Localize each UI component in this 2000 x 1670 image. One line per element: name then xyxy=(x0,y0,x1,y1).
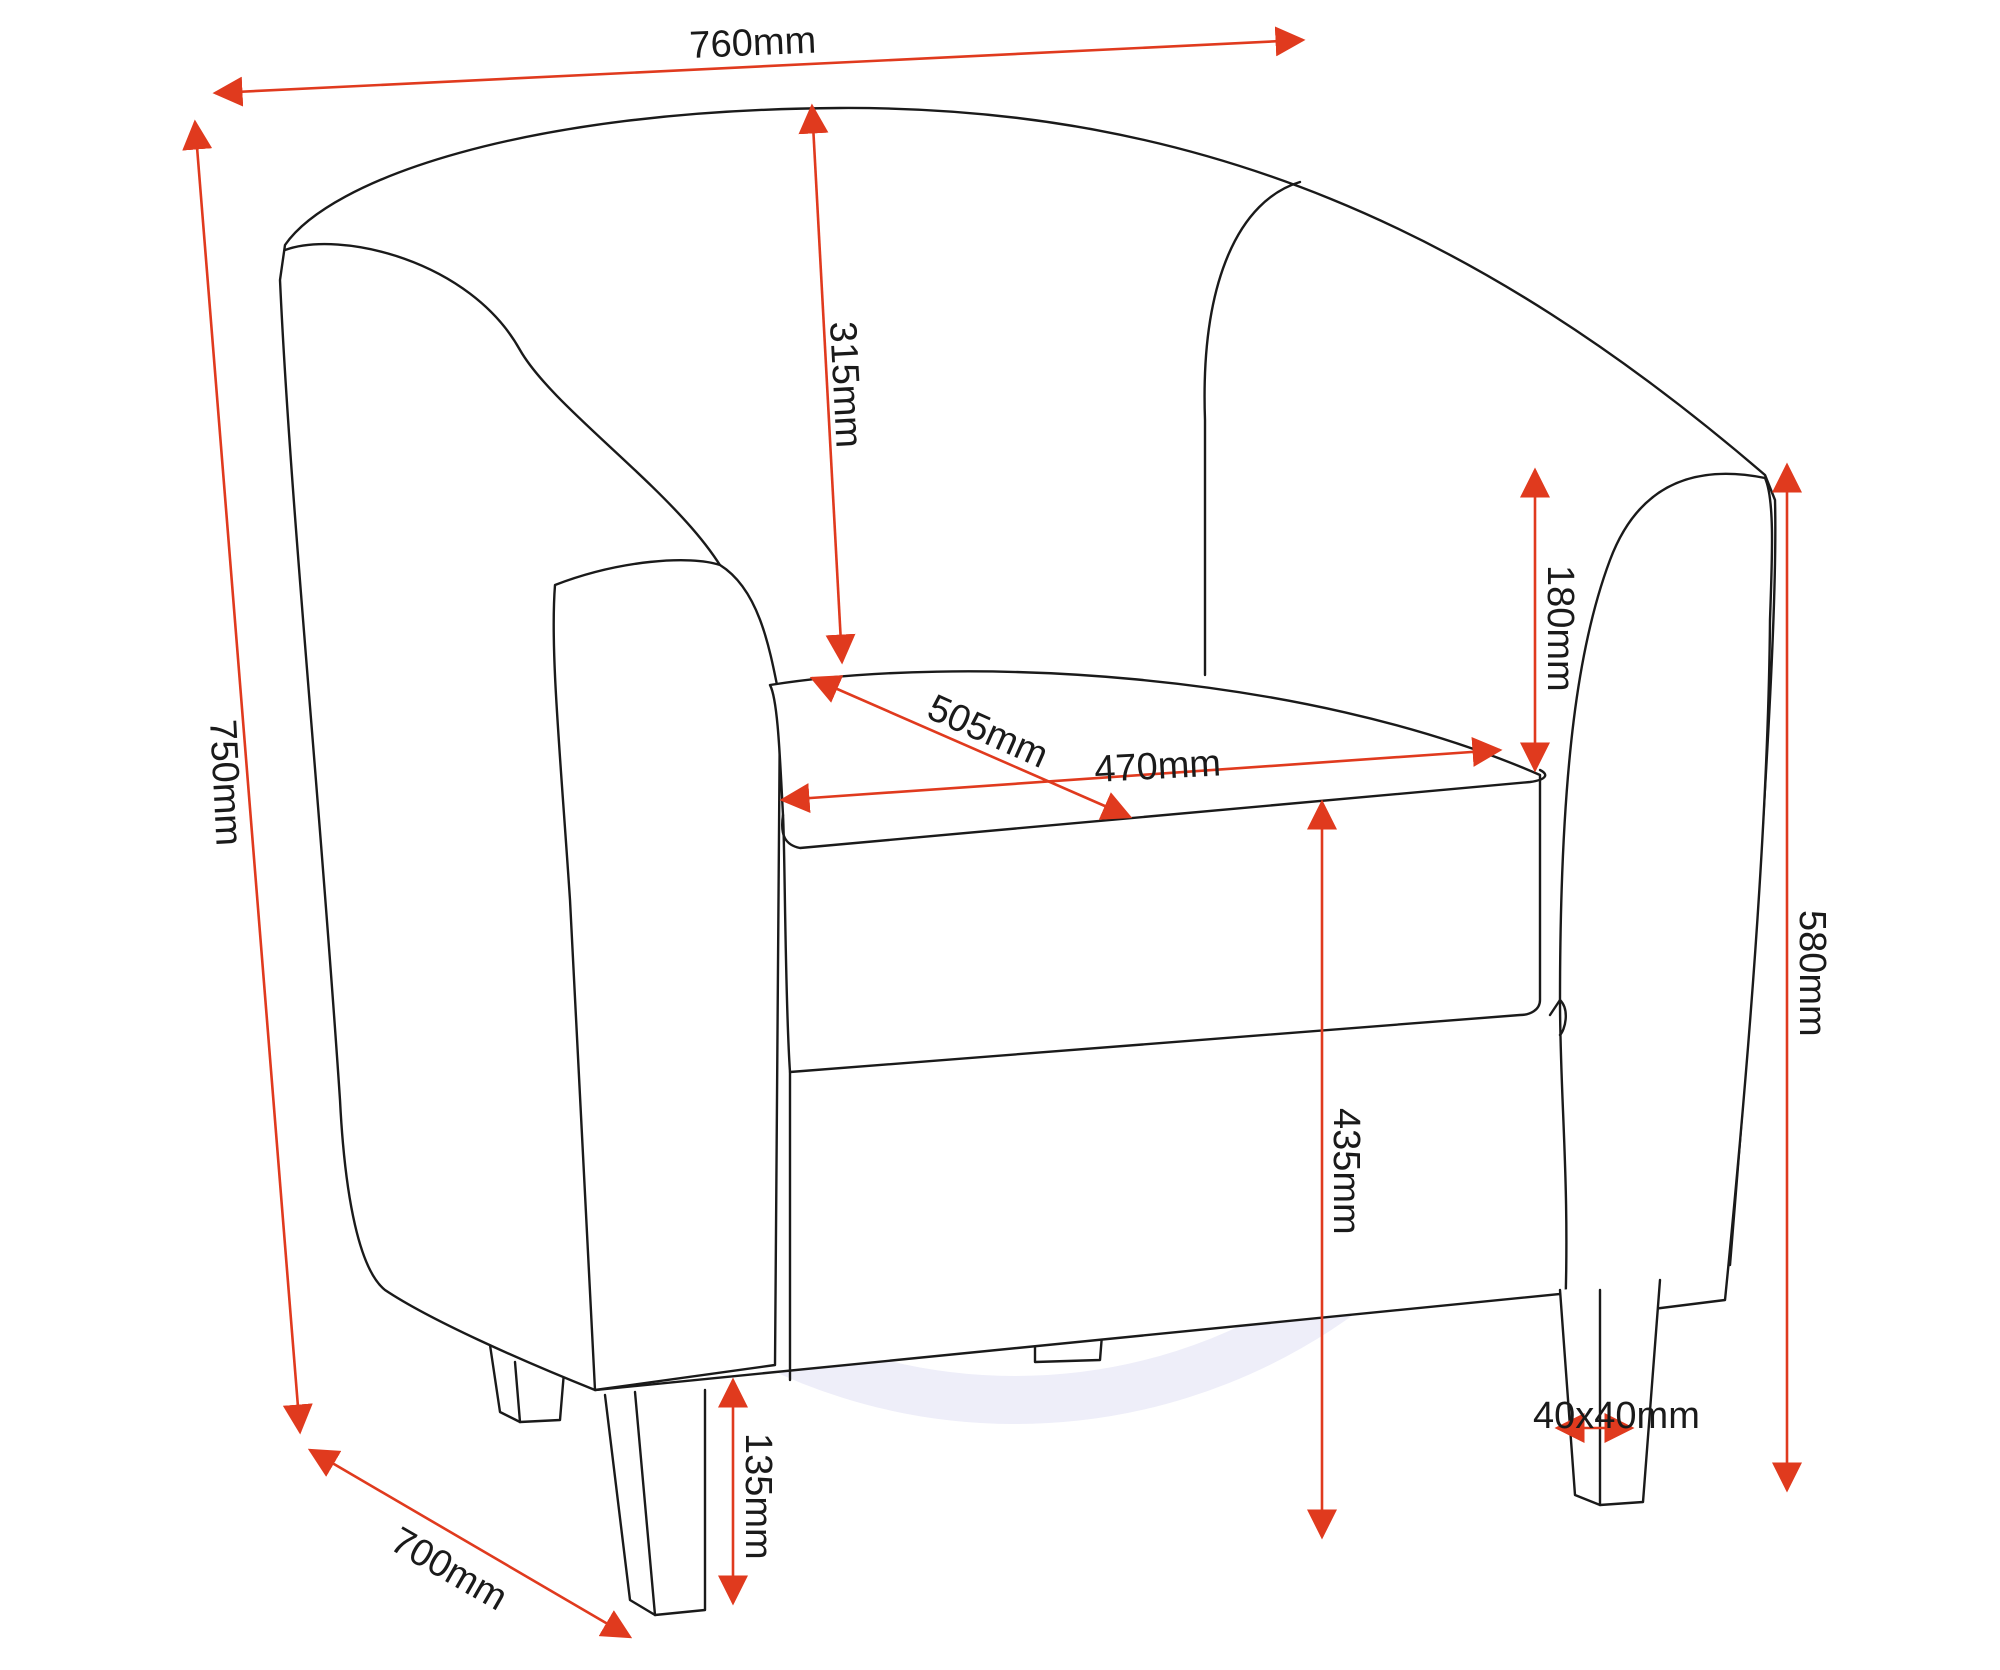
label-overall-width: 760mm xyxy=(689,20,817,67)
label-arm-height: 580mm xyxy=(1791,910,1833,1037)
height-dimension-line xyxy=(182,119,313,1435)
label-seat-height: 435mm xyxy=(1325,1108,1367,1235)
label-backrest-height: 315mm xyxy=(821,320,870,449)
label-seat-width: 470mm xyxy=(1093,742,1222,791)
backrest-dimension-line xyxy=(798,103,856,665)
width-dimension-line xyxy=(212,26,1306,107)
seat-width-line xyxy=(779,736,1503,814)
label-leg-section: 40x40mm xyxy=(1533,1395,1700,1437)
depth-dimension-line xyxy=(307,1448,633,1639)
label-arm-height-above-seat: 180mm xyxy=(1539,565,1581,692)
label-overall-depth: 700mm xyxy=(384,1519,515,1619)
label-overall-height: 750mm xyxy=(201,718,250,847)
dimension-lines xyxy=(182,26,1802,1639)
label-leg-height: 135mm xyxy=(737,1433,779,1560)
